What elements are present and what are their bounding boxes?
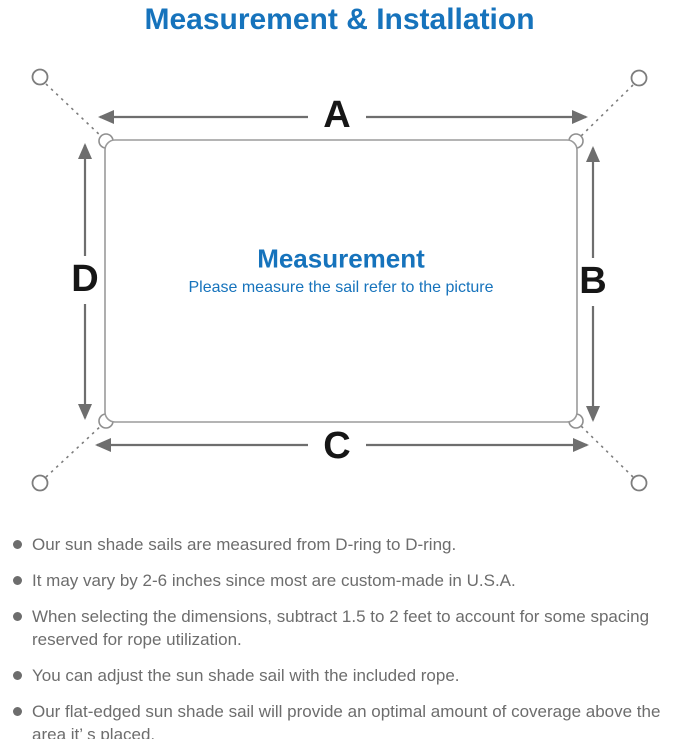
rope-line-top-right bbox=[578, 84, 634, 139]
dimension-label-c: C bbox=[323, 425, 351, 467]
sail-measurement-diagram: A B C D Measurement Please measure the s… bbox=[0, 60, 679, 520]
note-item: It may vary by 2-6 inches since most are… bbox=[13, 569, 671, 592]
anchor-ring-icon-top-right bbox=[630, 69, 648, 87]
note-text: Our sun shade sails are measured from D-… bbox=[32, 535, 457, 554]
note-item: You can adjust the sun shade sail with t… bbox=[13, 664, 671, 687]
rope-line-top-left bbox=[45, 83, 104, 139]
bullet-icon bbox=[13, 707, 22, 716]
note-text: You can adjust the sun shade sail with t… bbox=[32, 666, 460, 685]
dimension-label-a: A bbox=[323, 94, 351, 136]
anchor-ring-icon-bottom-right bbox=[630, 474, 648, 492]
diagram-subheading: Please measure the sail refer to the pic… bbox=[188, 279, 494, 296]
sail-diagram-graphic bbox=[31, 68, 648, 492]
dimension-arrows bbox=[78, 110, 600, 452]
note-item: Our sun shade sails are measured from D-… bbox=[13, 533, 671, 556]
note-text: When selecting the dimensions, subtract … bbox=[32, 607, 650, 649]
note-text: Our flat-edged sun shade sail will provi… bbox=[32, 702, 661, 739]
note-item: Our flat-edged sun shade sail will provi… bbox=[13, 700, 671, 739]
bullet-icon bbox=[13, 671, 22, 680]
rope-line-bottom-left bbox=[45, 423, 104, 478]
note-item: When selecting the dimensions, subtract … bbox=[13, 605, 671, 651]
page-title: Measurement & Installation bbox=[144, 3, 535, 36]
anchor-ring-icon-bottom-left bbox=[31, 474, 49, 492]
rope-dashed-lines bbox=[45, 83, 634, 478]
bullet-icon bbox=[13, 576, 22, 585]
notes-list: Our sun shade sails are measured from D-… bbox=[0, 533, 679, 739]
anchor-ring-icon-top-left bbox=[31, 68, 49, 86]
bullet-icon bbox=[13, 540, 22, 549]
note-text: It may vary by 2-6 inches since most are… bbox=[32, 571, 516, 590]
bullet-icon bbox=[13, 612, 22, 621]
dimension-label-d: D bbox=[71, 258, 99, 300]
anchor-rings bbox=[31, 68, 648, 492]
diagram-heading: Measurement bbox=[257, 243, 425, 274]
rope-line-bottom-right bbox=[578, 423, 634, 478]
dimension-label-b: B bbox=[579, 260, 607, 302]
sail-outline bbox=[104, 139, 578, 423]
